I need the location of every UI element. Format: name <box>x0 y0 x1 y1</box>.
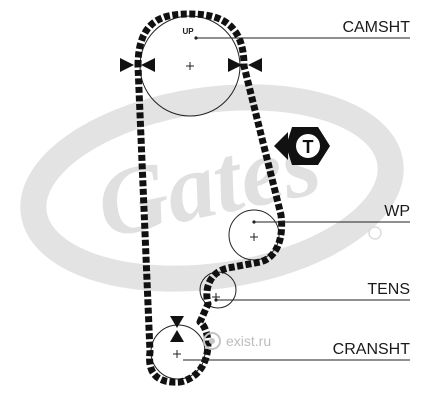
tensioner-badge-letter: T <box>303 137 314 157</box>
camshaft-label: CAMSHT <box>342 19 410 36</box>
exist-logo-icon <box>203 332 221 350</box>
crankshaft-label: CRANSHT <box>333 341 411 358</box>
camshaft-center-mark <box>186 62 194 70</box>
watermark-site: exist.ru <box>226 333 271 349</box>
tensioner-badge: T <box>274 127 330 165</box>
gates-watermark: Gates <box>20 84 404 292</box>
water-pump-label: WP <box>384 203 410 220</box>
crankshaft-timing-mark-icon <box>170 316 184 342</box>
leader-lines <box>183 37 410 361</box>
up-label: UP <box>182 27 194 36</box>
registered-mark-icon <box>368 226 382 240</box>
exist-logo-dot <box>209 338 215 344</box>
timing-belt <box>134 10 286 386</box>
badge-circle <box>296 134 320 158</box>
crankshaft-center-mark <box>173 350 181 358</box>
water-pump-center-mark <box>250 233 258 241</box>
center-marks <box>173 62 258 358</box>
exist-watermark: exist.ru <box>203 332 271 350</box>
badge-arrow-icon <box>274 132 288 160</box>
tensioner-label: TENS <box>367 281 410 298</box>
leader-dots <box>194 36 256 302</box>
watermark-oval <box>20 84 404 292</box>
camshaft-timing-mark-icon <box>120 58 262 72</box>
